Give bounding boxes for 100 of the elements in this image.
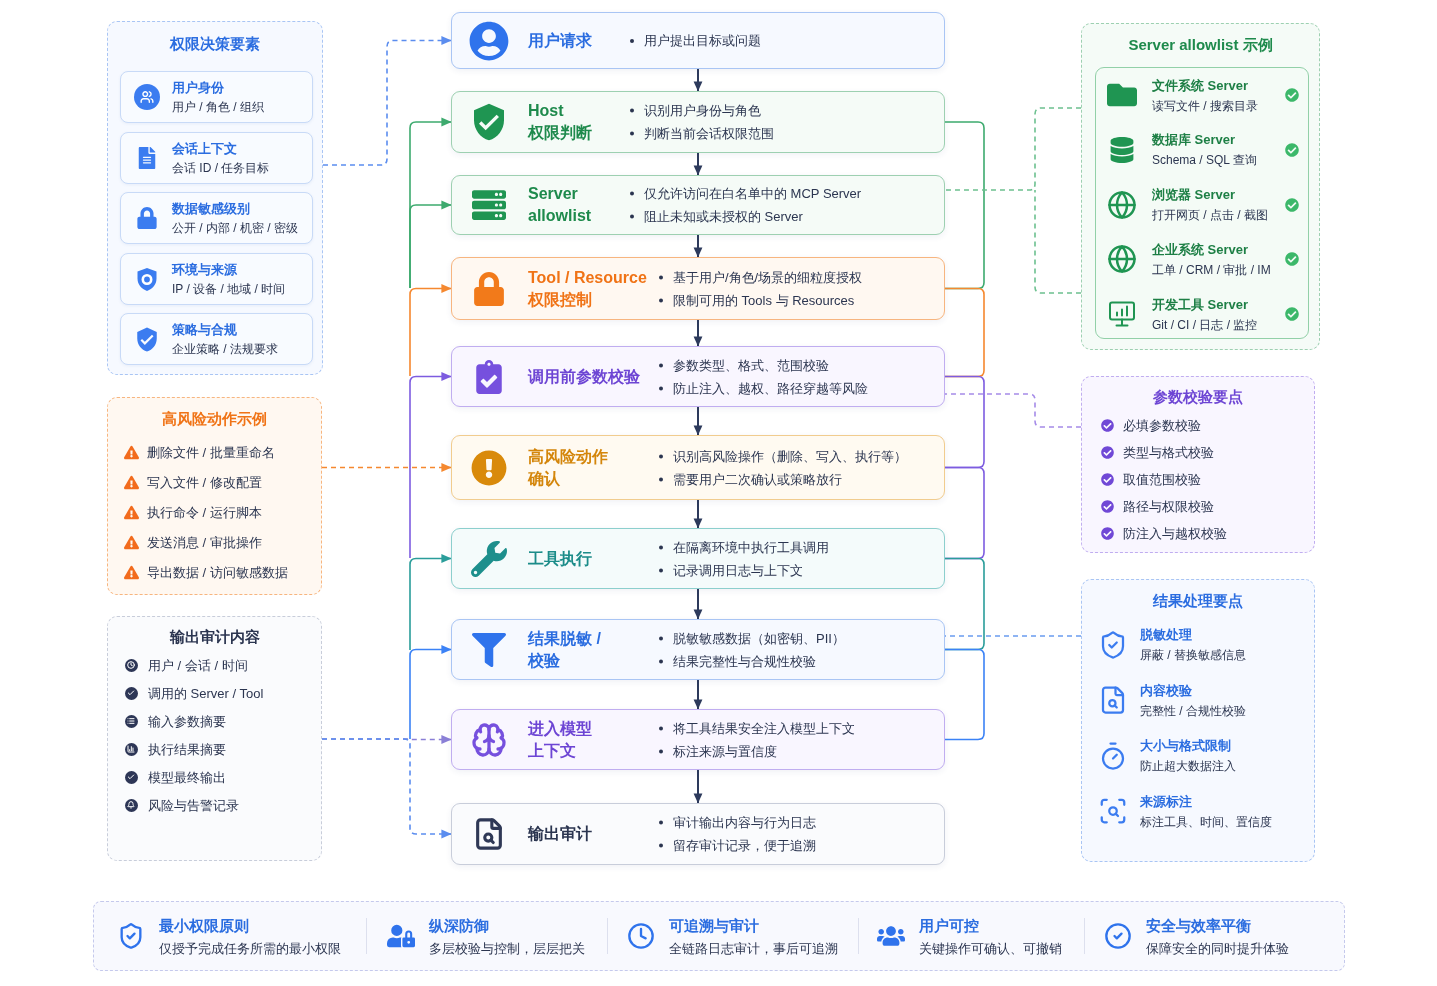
list-item-text: 模型最终输出 <box>148 768 226 786</box>
bullet-text: 需要用户二次确认或策略放行 <box>673 471 842 487</box>
bullet-text: 记录调用日志与上下文 <box>673 562 803 578</box>
card-subtitle: IP / 设备 / 地域 / 时间 <box>172 281 286 297</box>
panel-title: 权限决策要素 <box>170 34 260 54</box>
connector-line <box>944 648 985 741</box>
item-title: 文件系统 Server <box>1152 76 1249 94</box>
summary-bar <box>93 901 1345 971</box>
list-item-text: 调用的 Server / Tool <box>148 684 264 702</box>
principle-title: 安全与效率平衡 <box>1146 915 1251 936</box>
list-item-text: 必填参数校验 <box>1123 416 1201 434</box>
card-title: 环境与来源 <box>172 261 237 278</box>
principle-title: 可追溯与审计 <box>669 915 759 936</box>
connector-arrow <box>409 645 452 740</box>
connector-arrow <box>409 372 452 559</box>
info-card <box>120 132 313 184</box>
bullet-text: 用户提出目标或问题 <box>644 32 761 49</box>
bullet-text: 脱敏敏感数据（如密钥、PII） <box>673 630 845 646</box>
list-item-text: 执行结果摘要 <box>148 740 226 758</box>
bullet-text: 在隔离环境中执行工具调用 <box>673 539 829 555</box>
panel-title: 结果处理要点 <box>1153 591 1243 611</box>
connector-arrow <box>693 499 703 529</box>
bullet-text: 识别用户身份与角色 <box>644 102 761 119</box>
list-item-text: 发送消息 / 审批操作 <box>147 533 262 551</box>
step-title: 调用前参数校验 <box>528 366 640 387</box>
step-title: Host 权限判断 <box>528 101 593 143</box>
principle-text: 多层校验与控制，层层把关 <box>429 939 585 957</box>
principle-text: 全链路日志审计，事后可追溯 <box>669 939 838 957</box>
list-item-text: 防注入与越权校验 <box>1123 524 1227 542</box>
item-subtitle: Schema / SQL 查询 <box>1152 152 1257 169</box>
step-title: 用户请求 <box>528 30 592 51</box>
item-subtitle: 屏蔽 / 替换敏感信息 <box>1140 647 1246 663</box>
list-item-text: 风险与告警记录 <box>148 796 239 814</box>
connector-line <box>944 375 985 469</box>
card-title: 会话上下文 <box>172 140 237 157</box>
list-item-text: 输入参数摘要 <box>148 712 226 730</box>
connector-arrow <box>693 152 703 176</box>
card-subtitle: 企业策略 / 法规要求 <box>172 341 278 357</box>
principle-title: 用户可控 <box>919 915 979 936</box>
step-title: 高风险动作确认 <box>528 446 609 489</box>
panel-title: 输出审计内容 <box>169 627 260 647</box>
step-title: 结果脱敏 / 校验 <box>528 628 602 671</box>
info-panel <box>107 21 323 375</box>
bullet-text: 结果完整性与合规性校验 <box>673 653 816 669</box>
bullet-text: 审计输出内容与行为日志 <box>673 814 816 831</box>
item-subtitle: 标注工具、时间、置信度 <box>1140 813 1272 830</box>
card-title: 数据敏感级别 <box>172 200 250 217</box>
item-title: 浏览器 Server <box>1152 186 1236 204</box>
connector-line <box>944 107 1082 294</box>
info-panel <box>1081 579 1315 862</box>
principle-text: 保障安全的同时提升体验 <box>1146 939 1289 957</box>
item-subtitle: 打开网页 / 点击 / 截图 <box>1152 207 1268 224</box>
connector-arrow <box>693 588 703 620</box>
process-box <box>451 528 945 589</box>
process-box <box>451 619 945 680</box>
item-subtitle: 完整性 / 合规性校验 <box>1140 702 1246 719</box>
process-box <box>451 803 945 865</box>
list-item-text: 导出数据 / 访问敏感数据 <box>147 563 288 581</box>
card-title: 策略与合规 <box>172 321 237 338</box>
panel-title: 参数校验要点 <box>1153 387 1243 407</box>
item-subtitle: Git / CI / 日志 / 监控 <box>1152 316 1258 333</box>
bullet-text: 基于用户/角色/场景的细粒度授权 <box>673 269 863 285</box>
list-item-text: 路径与权限校验 <box>1123 497 1214 515</box>
item-title: 来源标注 <box>1140 792 1192 810</box>
item-title: 企业系统 Server <box>1152 240 1249 258</box>
list-panel <box>107 616 322 861</box>
process-box <box>451 91 945 153</box>
panel-title: 高风险动作示例 <box>162 409 267 429</box>
principle-text: 关键操作可确认、可撤销 <box>919 939 1062 957</box>
principle-text: 仅授予完成任务所需的最小权限 <box>159 939 341 957</box>
process-box <box>451 709 945 770</box>
connector-arrow <box>693 406 703 436</box>
info-card <box>120 192 313 244</box>
principle-title: 最小权限原则 <box>159 915 249 936</box>
bullet-text: 将工具结果安全注入模型上下文 <box>673 720 855 736</box>
connector-line <box>944 393 1082 428</box>
bullet-text: 识别高风险操作（删除、写入、执行等） <box>673 448 907 464</box>
card-subtitle: 会话 ID / 任务目标 <box>172 160 270 176</box>
info-card <box>120 71 313 123</box>
connector-arrow <box>693 68 703 92</box>
bullet-text: 留存审计记录，便于追溯 <box>673 837 816 854</box>
list-panel <box>1081 376 1315 553</box>
bullet-text: 判断当前会话权限范围 <box>644 125 774 142</box>
card-subtitle: 用户 / 角色 / 组织 <box>172 99 264 115</box>
item-title: 大小与格式限制 <box>1140 737 1231 754</box>
step-title: Tool / Resource 权限控制 <box>528 267 648 310</box>
process-box <box>451 257 945 320</box>
list-item-text: 写入文件 / 修改配置 <box>147 473 262 491</box>
process-box <box>451 12 945 69</box>
item-title: 开发工具 Server <box>1152 295 1249 313</box>
process-box <box>451 346 945 407</box>
connector-arrow <box>409 284 452 377</box>
principle-title: 纵深防御 <box>429 915 489 936</box>
info-panel <box>1081 23 1320 350</box>
step-title: Server allowlist <box>528 184 593 226</box>
item-subtitle: 工单 / CRM / 审批 / IM <box>1152 261 1271 278</box>
step-title: 工具执行 <box>528 548 592 569</box>
card-subtitle: 公开 / 内部 / 机密 / 密级 <box>172 220 298 236</box>
bullet-text: 阻止未知或未授权的 Server <box>644 208 803 225</box>
item-subtitle: 读写文件 / 搜索目录 <box>1152 97 1258 114</box>
